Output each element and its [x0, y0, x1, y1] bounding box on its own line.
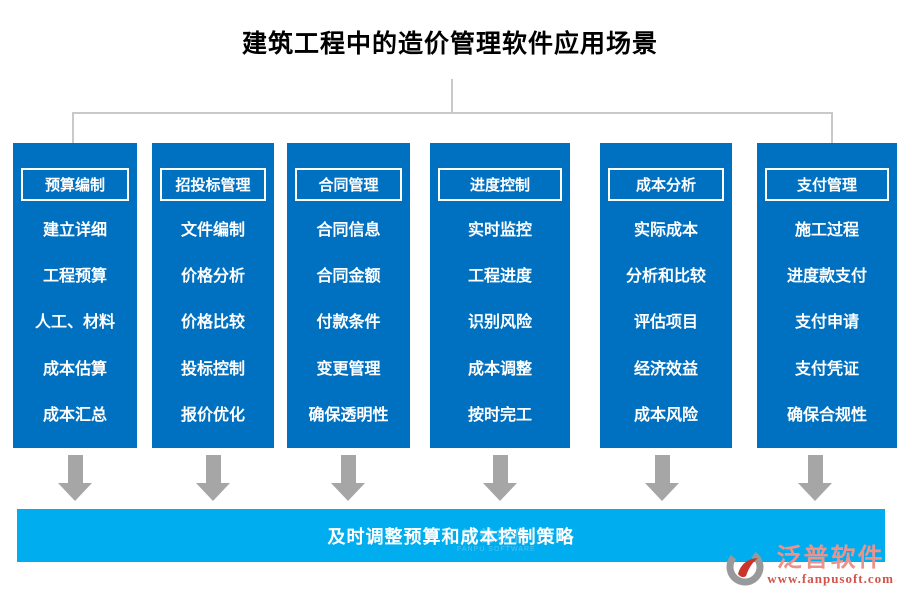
watermark: 泛普软件 FANPU SOFTWARE: [457, 528, 536, 553]
column-item: 工程进度: [467, 268, 532, 286]
watermark-en: FANPU SOFTWARE: [457, 545, 536, 553]
column-item: 支付申请: [794, 314, 859, 332]
column-cost-analysis: 成本分析 实际成本 分析和比较 评估项目 经济效益 成本风险: [600, 143, 732, 448]
connector-left-drop: [72, 113, 74, 143]
fanpu-logo: 泛普软件 www.fanpusoft.com: [725, 545, 894, 587]
column-item: 合同金额: [316, 268, 381, 286]
column-header: 支付管理: [765, 168, 889, 201]
column-item: 成本调整: [467, 360, 532, 378]
down-arrow-icon: [58, 455, 92, 501]
column-header: 成本分析: [608, 168, 724, 201]
column-item: 合同信息: [316, 222, 381, 240]
column-item: 建立详细: [42, 222, 107, 240]
down-arrow-icon: [645, 455, 679, 501]
column-item: 成本风险: [633, 406, 698, 424]
column-item: 按时完工: [467, 406, 532, 424]
logo-text-block: 泛普软件 www.fanpusoft.com: [767, 545, 894, 587]
watermark-cn: 泛普软件: [462, 528, 531, 545]
summary-label: 及时调整预算和成本控制策略: [327, 526, 575, 547]
column-item-list: 合同信息 合同金额 付款条件 变更管理 确保透明性: [287, 201, 410, 448]
column-item: 报价优化: [180, 406, 245, 424]
column-item: 成本汇总: [42, 406, 107, 424]
down-arrow-icon: [331, 455, 365, 501]
summary-bar: 泛普软件 FANPU SOFTWARE 及时调整预算和成本控制策略: [17, 509, 885, 562]
connector-title-stem: [451, 79, 453, 113]
column-header: 招投标管理: [160, 168, 266, 201]
column-item-list: 文件编制 价格分析 价格比较 投标控制 报价优化: [152, 201, 274, 448]
column-item-list: 施工过程 进度款支付 支付申请 支付凭证 确保合规性: [757, 201, 897, 448]
column-item: 经济效益: [633, 360, 698, 378]
column-item: 价格比较: [180, 314, 245, 332]
column-item: 投标控制: [180, 360, 245, 378]
column-item: 进度款支付: [786, 268, 867, 286]
column-item: 变更管理: [316, 360, 381, 378]
column-item-list: 实时监控 工程进度 识别风险 成本调整 按时完工: [430, 201, 570, 448]
column-item: 施工过程: [794, 222, 859, 240]
logo-url: www.fanpusoft.com: [767, 571, 894, 587]
column-item: 付款条件: [316, 314, 381, 332]
fanpu-logo-icon: [726, 548, 764, 586]
column-item-list: 建立详细 工程预算 人工、材料 成本估算 成本汇总: [13, 201, 137, 448]
connector-horizontal-line: [72, 112, 833, 114]
column-item: 人工、材料: [34, 314, 115, 332]
column-contract-management: 合同管理 合同信息 合同金额 付款条件 变更管理 确保透明性: [287, 143, 410, 448]
column-item: 文件编制: [180, 222, 245, 240]
column-bidding-management: 招投标管理 文件编制 价格分析 价格比较 投标控制 报价优化: [152, 143, 274, 448]
column-item: 实际成本: [633, 222, 698, 240]
column-item: 实时监控: [467, 222, 532, 240]
logo-name: 泛普软件: [776, 544, 885, 572]
diagram-title: 建筑工程中的造价管理软件应用场景: [241, 30, 658, 58]
column-item-list: 实际成本 分析和比较 评估项目 经济效益 成本风险: [600, 201, 732, 448]
connector-right-drop: [831, 113, 833, 143]
column-item: 确保透明性: [308, 406, 389, 424]
column-item: 识别风险: [467, 314, 532, 332]
column-item: 评估项目: [633, 314, 698, 332]
column-progress-control: 进度控制 实时监控 工程进度 识别风险 成本调整 按时完工: [430, 143, 570, 448]
column-item: 支付凭证: [794, 360, 859, 378]
column-header: 合同管理: [295, 168, 402, 201]
column-item: 工程预算: [42, 268, 107, 286]
down-arrow-icon: [483, 455, 517, 501]
column-item: 确保合规性: [786, 406, 867, 424]
down-arrow-icon: [798, 455, 832, 501]
column-item: 价格分析: [180, 268, 245, 286]
column-header: 预算编制: [21, 168, 129, 201]
column-item: 分析和比较: [625, 268, 706, 286]
column-item: 成本估算: [42, 360, 107, 378]
column-payment-management: 支付管理 施工过程 进度款支付 支付申请 支付凭证 确保合规性: [757, 143, 897, 448]
down-arrow-icon: [196, 455, 230, 501]
column-header: 进度控制: [438, 168, 562, 201]
column-budget-preparation: 预算编制 建立详细 工程预算 人工、材料 成本估算 成本汇总: [13, 143, 137, 448]
